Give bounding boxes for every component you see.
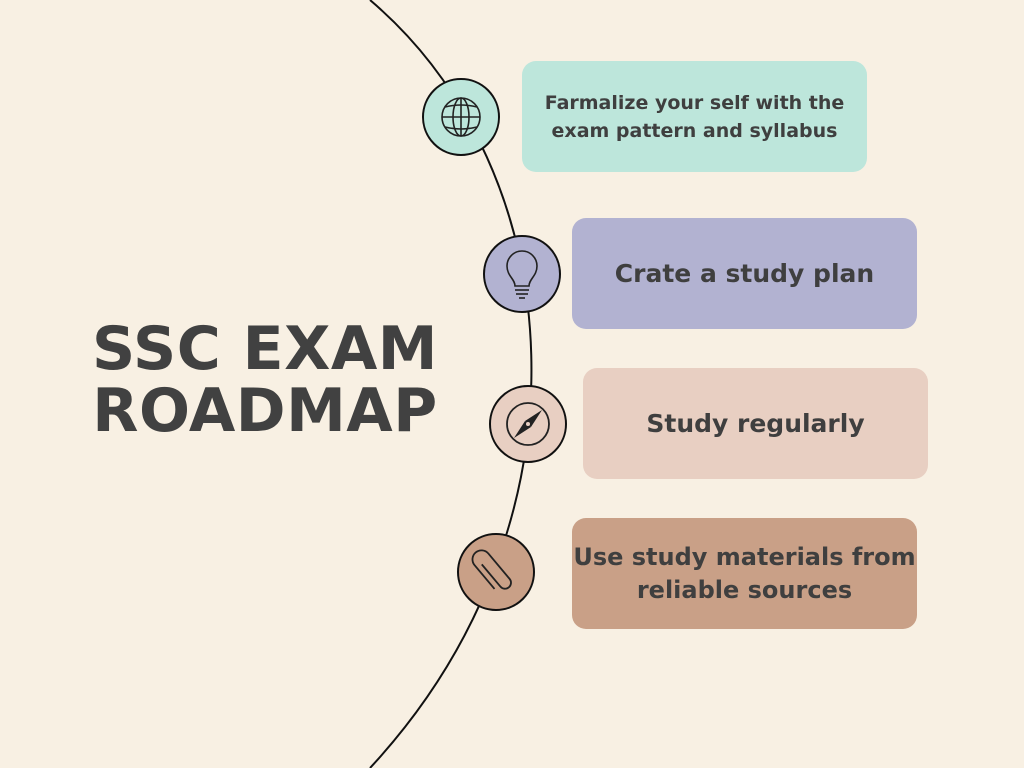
step-1-box: Farmalize your self with the exam patter… [522,61,867,172]
page-title: SSC EXAM ROADMAP [60,318,470,442]
paperclip-icon [471,549,512,590]
title-line-2: ROADMAP [92,376,438,446]
step-3-box: Study regularly [583,368,928,479]
step-3-text: Study regularly [646,409,865,438]
step-1-node [422,78,500,156]
compass-icon [506,402,550,446]
globe-icon [441,97,481,137]
step-3-node [489,385,567,463]
step-2-text: Crate a study plan [614,259,875,288]
step-1-text: Farmalize your self with the exam patter… [544,91,845,142]
step-2-box: Crate a study plan [572,218,917,329]
title-line-1: SSC EXAM [91,314,439,384]
step-4-node [457,533,535,611]
step-4-box: Use study materials from reliable source… [572,518,917,629]
step-2-node [483,235,561,313]
lightbulb-icon [506,250,538,299]
step-4-text: Use study materials from reliable source… [573,542,916,604]
